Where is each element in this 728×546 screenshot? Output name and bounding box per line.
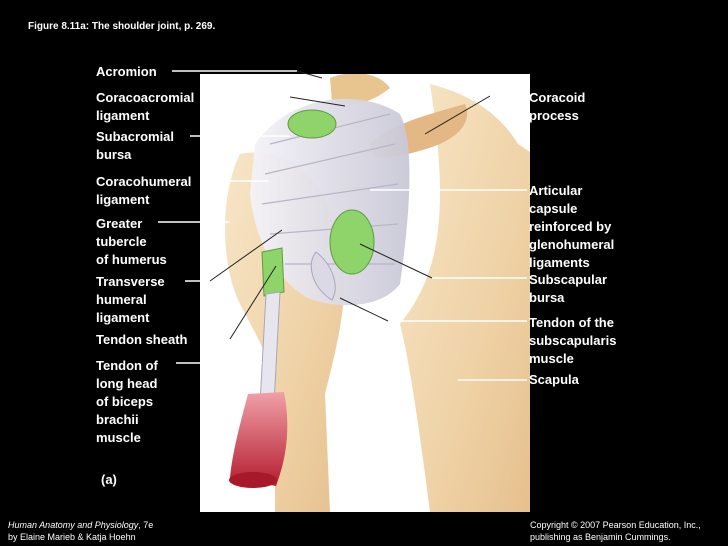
shoulder-joint-illustration — [225, 73, 530, 512]
book-authors: by Elaine Marieb & Katja Hoehn — [8, 532, 136, 542]
label-part-letter: (a) — [101, 472, 117, 487]
scapula-bone — [400, 84, 530, 512]
footer-copyright: Copyright © 2007 Pearson Education, Inc.… — [530, 519, 701, 543]
subscapular-bursa-shape — [329, 209, 375, 275]
label-tendon-long-head: Tendon of long head of biceps brachii mu… — [96, 358, 158, 445]
label-subscapular-bursa: Subscapular bursa — [529, 272, 608, 305]
copyright-line-2: publishing as Benjamin Cummings. — [530, 532, 671, 542]
label-tendon-subscapularis: Tendon of the subscapularis muscle — [529, 315, 617, 366]
biceps-muscle-shape — [230, 392, 288, 486]
figure-title: Figure 8.11a: The shoulder joint, p. 269… — [28, 21, 216, 32]
label-greater-tubercle: Greater tubercle of humerus — [96, 216, 167, 267]
label-coracoacromial-ligament: Coracoacromial ligament — [96, 90, 195, 123]
subacromial-bursa-shape — [287, 109, 337, 139]
label-coracoid-process: Coracoid process — [529, 90, 586, 123]
book-edition: , 7e — [138, 520, 154, 530]
label-tendon-sheath: Tendon sheath — [96, 332, 188, 347]
footer-citation: Human Anatomy and Physiology, 7e by Elai… — [8, 519, 153, 543]
label-subacromial-bursa: Subacromial bursa — [96, 129, 175, 162]
acromion-bone — [330, 73, 390, 105]
tendon-sheath-shape — [261, 247, 285, 297]
copyright-line-1: Copyright © 2007 Pearson Education, Inc.… — [530, 520, 701, 530]
label-articular-capsule: Articular capsule reinforced by glenohum… — [529, 183, 615, 270]
subscapularis-tendon-shape — [310, 251, 336, 301]
label-transverse-humeral-ligament: Transverse humeral ligament — [96, 274, 165, 325]
illustration-panel — [200, 73, 530, 512]
label-coracohumeral-ligament: Coracohumeral ligament — [96, 174, 192, 207]
label-acromion: Acromion — [96, 64, 157, 79]
book-title: Human Anatomy and Physiology — [8, 520, 139, 530]
label-scapula: Scapula — [529, 372, 579, 387]
